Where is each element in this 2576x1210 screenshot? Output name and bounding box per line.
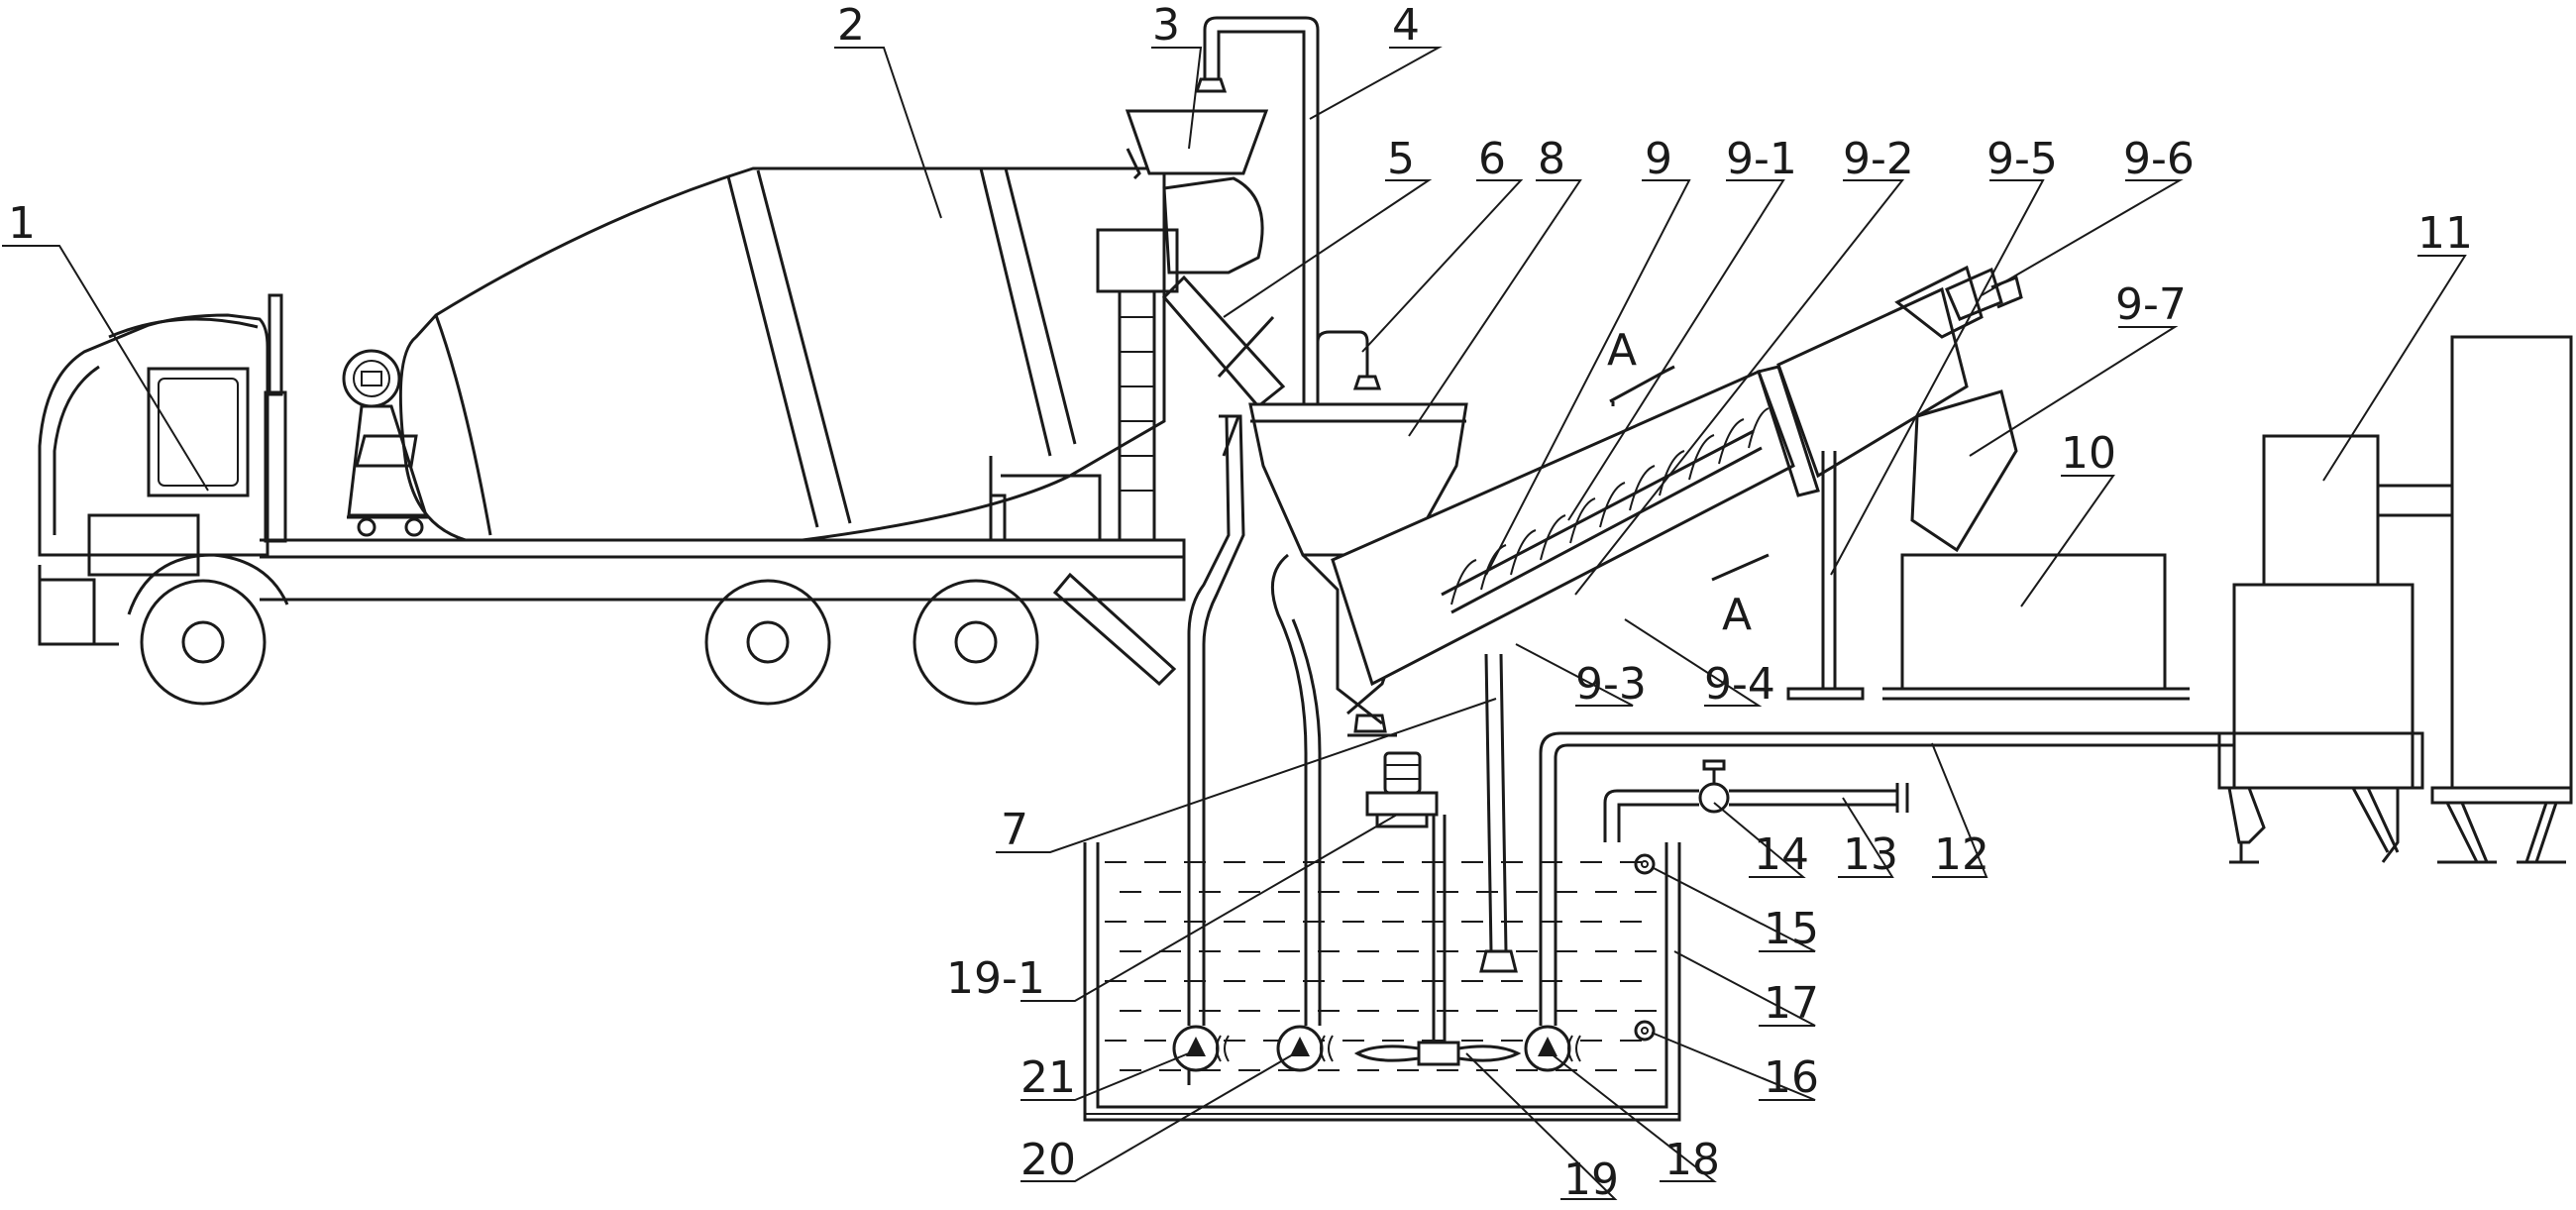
label-9-6: 9-6 [2123, 134, 2195, 184]
label-20: 20 [1020, 1135, 1076, 1185]
label-2: 2 [837, 0, 865, 51]
drum-motor [342, 349, 401, 408]
cab-door-panel [87, 513, 200, 577]
truck-chassis [260, 538, 1186, 602]
discharge-chute [1052, 572, 1177, 687]
label-9-1: 9-1 [1726, 134, 1797, 184]
batching-plant-11 [2217, 335, 2573, 864]
label-11: 11 [2417, 208, 2473, 259]
cab-window [147, 367, 250, 497]
section-mark-a-top: A [1607, 325, 1637, 376]
screw-separator-9 [1331, 265, 2023, 973]
label-3: 3 [1152, 0, 1180, 51]
exhaust-stack [268, 293, 283, 396]
label-9-4: 9-4 [1704, 659, 1775, 710]
label-17: 17 [1764, 978, 1819, 1029]
pump-20 [1276, 1025, 1334, 1072]
label-15: 15 [1764, 904, 1819, 954]
label-19: 19 [1563, 1155, 1619, 1205]
label-8: 8 [1538, 134, 1565, 184]
level-sensor-16 [1634, 1020, 1656, 1042]
water-pipe-4 [1203, 16, 1320, 535]
section-mark-a-bottom: A [1722, 590, 1752, 640]
feed-hopper [1125, 77, 1269, 180]
label-7: 7 [1001, 805, 1028, 855]
leader-lines [2, 47, 2467, 1200]
return-pipe-12 [1539, 731, 2234, 1026]
label-19-1: 19-1 [946, 953, 1045, 1004]
label-6: 6 [1478, 134, 1506, 184]
level-sensor-15 [1634, 853, 1656, 875]
support-leg-9-5 [1821, 451, 1837, 689]
water-inlet-pipe-13 [1603, 759, 1909, 842]
pipe-21 [1187, 414, 1245, 1026]
label-21: 21 [1020, 1052, 1076, 1103]
label-9-2: 9-2 [1843, 134, 1914, 184]
stirrer-19 [1353, 751, 1522, 1066]
truck-wheel-rear-1 [704, 579, 831, 706]
stirrer-gearbox-19-1 [1365, 791, 1439, 817]
label-14: 14 [1754, 829, 1809, 880]
truck-wheel-rear-2 [912, 579, 1039, 706]
label-9-7: 9-7 [2115, 279, 2187, 330]
label-9: 9 [1645, 134, 1672, 184]
mixer-truck [38, 293, 1186, 706]
sedimentation-tank-17 [1083, 842, 1681, 1122]
label-1: 1 [8, 198, 36, 249]
label-5: 5 [1387, 134, 1415, 184]
pump-18 [1524, 1025, 1581, 1072]
water-pipe-6 [1270, 330, 1382, 1026]
valve-14 [1698, 782, 1730, 814]
label-18: 18 [1664, 1135, 1720, 1185]
drum-pedestal [347, 404, 429, 517]
truck-wheel-front [127, 553, 289, 706]
label-9-3: 9-3 [1575, 659, 1647, 710]
truck-cab [38, 313, 269, 557]
sand-bin-10 [1882, 553, 2190, 701]
screw-flights [1450, 407, 1770, 605]
ladder [1096, 228, 1179, 540]
label-4: 4 [1392, 0, 1420, 51]
spray-nozzle-3 [1194, 77, 1228, 93]
part-labels: 1 2 3 4 5 6 8 9 9-1 9-2 9-5 9-6 9-7 10 1… [8, 0, 2473, 1205]
label-13: 13 [1843, 829, 1898, 880]
mixer-drum [342, 166, 1264, 542]
label-12: 12 [1934, 829, 1989, 880]
drive-motor-9-6 [1945, 267, 2003, 321]
stirrer-motor [1383, 751, 1422, 795]
label-10: 10 [2061, 428, 2116, 479]
label-16: 16 [1764, 1052, 1819, 1103]
label-9-5: 9-5 [1986, 134, 2058, 184]
discharge-outlet-9-7 [1910, 389, 2018, 553]
